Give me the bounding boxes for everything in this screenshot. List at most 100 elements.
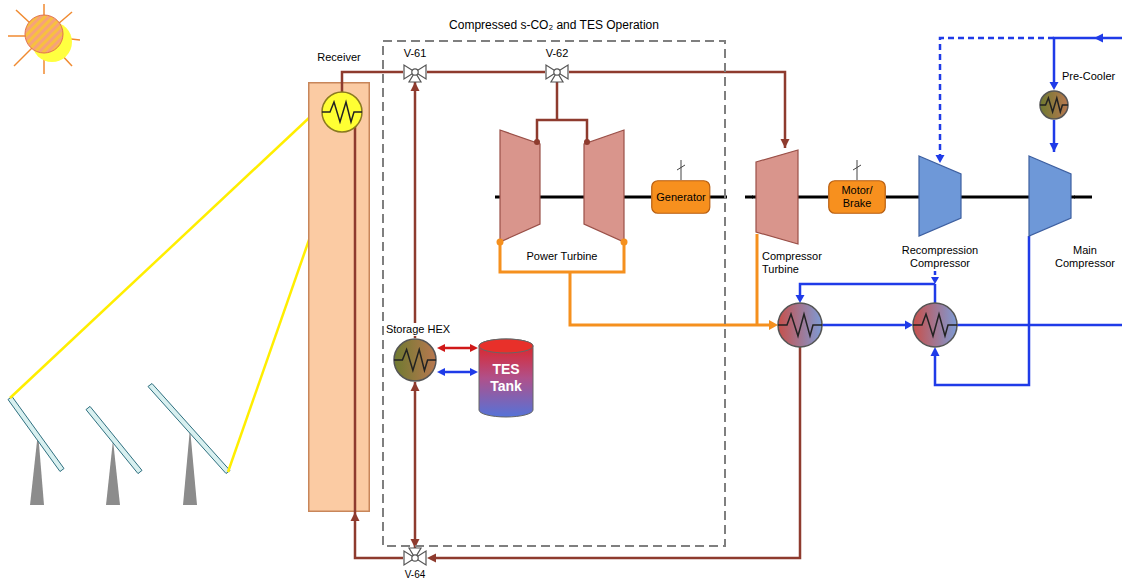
- node-label: Power Turbine: [527, 250, 598, 263]
- connector-line: [886, 196, 915, 199]
- hex-circle: [394, 339, 436, 381]
- node-label: Motor/ Brake: [841, 184, 872, 210]
- pre-cooler: Pre-Cooler: [1039, 90, 1069, 120]
- sun: [8, 4, 80, 74]
- arrow-head: [781, 139, 790, 148]
- motor-brake-box: Motor/ Brake: [828, 180, 886, 214]
- generator-box: Generator: [651, 180, 711, 214]
- valve-stem: [554, 69, 560, 75]
- arrow-head: [936, 155, 945, 163]
- pipe: [940, 38, 1054, 156]
- power-turbine: Power Turbine: [495, 112, 629, 248]
- sun-disc: [25, 15, 63, 53]
- node-label: Compressed s-CO₂ and TES Operation: [449, 18, 659, 33]
- three-way-valve: V-64: [403, 548, 427, 568]
- outlet-dot: [621, 239, 628, 246]
- node-label: Recompression Compressor: [902, 244, 978, 270]
- recompression-compressor: Recompression Compressor: [915, 152, 965, 240]
- tes-flows: [437, 344, 478, 376]
- shaft-link: [802, 197, 828, 198]
- recompression-compressor-shape: [915, 152, 965, 240]
- arrow-head: [905, 321, 913, 330]
- pipe-connector: [1050, 120, 1059, 152]
- main-compressor: Main Compressor: [1025, 152, 1075, 240]
- shaft-link: [629, 197, 651, 198]
- pipe: [934, 284, 937, 303]
- three-way-valve: V-61: [403, 62, 427, 82]
- exhaust-pipe: [756, 234, 759, 325]
- arrow-head: [1050, 143, 1059, 152]
- arrow-head: [437, 368, 445, 376]
- recuperator: [913, 303, 957, 347]
- heliostat-mirror: [148, 384, 230, 474]
- operation-region: Compressed s-CO₂ and TES OperationV-61V-…: [382, 40, 726, 547]
- receiver-hex: [322, 92, 362, 132]
- heliostat-pedestal: [106, 440, 120, 505]
- arrow-head: [411, 82, 420, 91]
- pipe-connector: [342, 72, 403, 82]
- pipe-connector: [557, 82, 558, 112]
- arrow-head: [470, 344, 478, 352]
- pipe: [957, 324, 1122, 327]
- power-tick: [677, 165, 685, 170]
- node-label: TES Tank: [490, 361, 522, 395]
- turbine-stage: [500, 130, 540, 242]
- connector-line: [965, 196, 1025, 199]
- arrow-head: [769, 320, 778, 330]
- connector-line: [802, 196, 828, 199]
- connector-line: [629, 196, 651, 199]
- power-tick: [681, 160, 682, 180]
- node-label: Pre-Cooler: [1062, 70, 1115, 83]
- hex-coil: [322, 102, 362, 122]
- shaft: [1074, 196, 1092, 199]
- outlet-dot: [497, 239, 504, 246]
- exhaust-pipe: [500, 242, 624, 272]
- node-label: Generator: [656, 191, 706, 204]
- pre-cooler-shape: [1039, 90, 1069, 120]
- valve-stem: [412, 555, 418, 561]
- arrow-head: [351, 512, 360, 521]
- compressor-stage: [919, 156, 961, 236]
- inlet-dot: [534, 139, 540, 145]
- three-way-valve-shape: [403, 548, 427, 568]
- power-turbine-shape: [495, 112, 629, 248]
- hot-flow: [444, 347, 471, 350]
- node-label: Receiver: [317, 51, 360, 64]
- recuperators: [778, 303, 957, 347]
- storage-hex-shape: [393, 338, 437, 382]
- arrow-head: [796, 295, 805, 303]
- pipe-connector: [411, 382, 420, 548]
- dashed-outline: [383, 41, 725, 546]
- hex-coil: [394, 350, 436, 371]
- connector-line: [355, 512, 403, 558]
- node-label: V-64: [405, 568, 426, 580]
- power-tick: [857, 160, 858, 180]
- pipe: [537, 120, 587, 142]
- hex-circle: [1040, 91, 1068, 119]
- node-label: Storage HEX: [384, 323, 452, 336]
- arrow-head: [931, 347, 940, 356]
- connector-line: [556, 82, 559, 112]
- tank-top: [479, 339, 533, 353]
- pipe: [1054, 38, 1122, 83]
- cold-side-pipes: [796, 34, 1122, 386]
- three-way-valve-shape: [403, 62, 427, 82]
- receiver-panel: [309, 83, 370, 512]
- compressor-turbine: Compressor Turbine: [752, 148, 802, 246]
- heliostat-mirror: [86, 406, 142, 473]
- pipe-connector: [411, 82, 420, 338]
- hex-coil: [1040, 98, 1068, 112]
- receiver-band-shape: [308, 82, 370, 512]
- shaft-link: [886, 197, 915, 198]
- rounded-box: [829, 181, 886, 214]
- turbine-stage: [756, 150, 798, 244]
- connector-line: [414, 82, 417, 338]
- valve-stem: [412, 69, 418, 75]
- arrow-head: [437, 344, 445, 352]
- heliostats: [8, 102, 347, 505]
- sun-beam: [10, 102, 326, 398]
- pipe-connector: [427, 72, 545, 73]
